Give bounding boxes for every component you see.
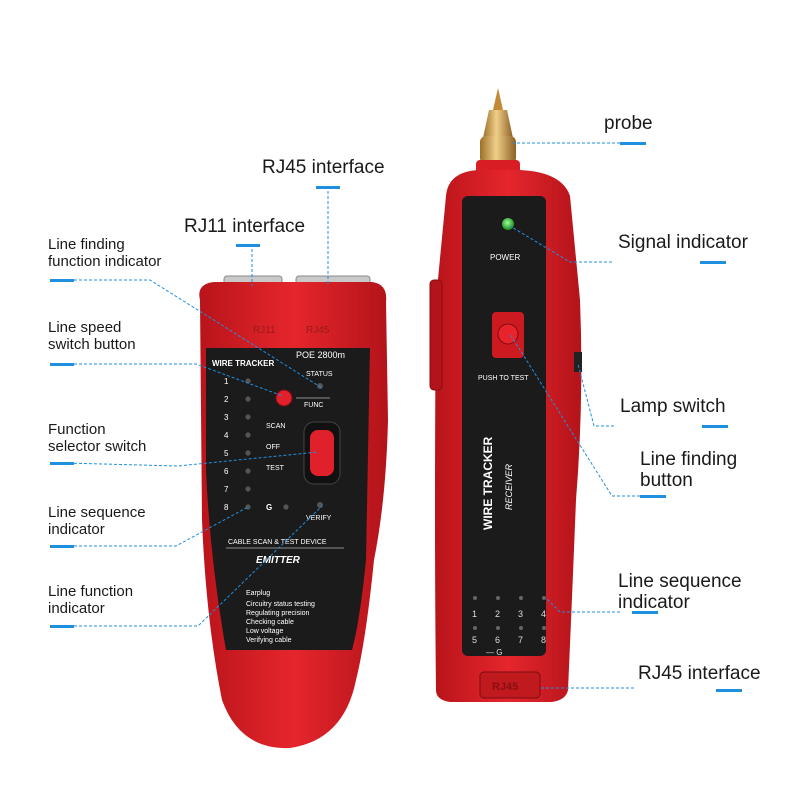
- label-line-finding-button: Line finding button: [640, 449, 738, 491]
- line-sequence-led: [245, 468, 251, 474]
- feature-item: Low voltage: [246, 628, 283, 635]
- emitter-off-label: OFF: [266, 444, 280, 451]
- probe-icon: [483, 110, 513, 138]
- rj45-port-bottom: [479, 671, 541, 699]
- emitter-status-label: STATUS: [306, 371, 333, 378]
- label-line-speed-button: Line speed switch button: [48, 319, 136, 353]
- verify-led: [317, 502, 323, 508]
- line-sequence-led: [245, 504, 251, 510]
- leader-lamp: [577, 363, 614, 427]
- receiver-device: POWER PUSH TO TEST WIRE TRACKER RECEIVER…: [429, 88, 582, 702]
- line-sequence-led: [245, 450, 251, 456]
- status-led: [317, 383, 323, 389]
- receiver-num: 7: [518, 635, 523, 645]
- receiver-push-label: PUSH TO TEST: [478, 375, 529, 382]
- emitter-func-label: FUNC: [304, 402, 323, 409]
- feature-item: Circuitry status testing: [246, 601, 315, 608]
- function-selector-switch[interactable]: [310, 430, 334, 476]
- receiver-panel: [462, 196, 546, 656]
- leader-function-selector: [63, 451, 319, 467]
- emitter-scan-label: SCAN: [266, 423, 285, 430]
- emitter-port-right-label: RJ45: [306, 325, 330, 336]
- label-line-finding-indicator: Line finding function indicator: [48, 236, 162, 270]
- label-line-sequence-left: Line sequence indicator: [48, 504, 146, 538]
- line-finding-button[interactable]: [497, 323, 519, 345]
- receiver-num: 6: [495, 635, 500, 645]
- emitter-num: 2: [224, 395, 229, 404]
- emitter-feature-list: Earplug Circuitry status testing Regulat…: [246, 590, 315, 644]
- feature-item: Verifying cable: [246, 637, 292, 644]
- receiver-num: 8: [541, 635, 546, 645]
- receiver-num: 4: [541, 609, 546, 619]
- emitter-port-left-label: RJ11: [253, 325, 276, 336]
- leader-lines: [63, 142, 640, 689]
- label-rj45-top: RJ45 interface: [262, 157, 385, 178]
- label-line-sequence-right: Line sequence indicator: [618, 571, 742, 613]
- label-function-selector: Function selector switch: [48, 421, 147, 455]
- feature-item: Checking cable: [246, 619, 294, 626]
- label-rj45-bottom: RJ45 interface: [638, 663, 761, 684]
- emitter-num: 8: [224, 503, 229, 512]
- ground-led: [283, 504, 289, 510]
- emitter-number-column: 1 2 3 4 5 6 7 8: [224, 377, 289, 512]
- line-sequence-led: [245, 432, 251, 438]
- emitter-num: 4: [224, 431, 229, 440]
- leader-line-sequence-right: [545, 597, 620, 613]
- emitter-ground-label: G: [266, 503, 272, 512]
- receiver-num: 5: [472, 635, 477, 645]
- probe-tip: [493, 88, 503, 110]
- receiver-num: 3: [518, 609, 523, 619]
- leader-line-finding-indicator: [64, 279, 323, 389]
- emitter-device-name: EMITTER: [256, 555, 301, 566]
- receiver-num: 1: [472, 609, 477, 619]
- label-line-function-indicator: Line function indicator: [48, 583, 134, 617]
- line-sequence-led: [245, 486, 251, 492]
- line-speed-button[interactable]: [275, 389, 293, 407]
- emitter-device: RJ11 RJ45 WIRE TRACKER POE 2800m STATUS …: [199, 275, 388, 749]
- receiver-power-label: POWER: [490, 253, 520, 262]
- emitter-num: 7: [224, 485, 229, 494]
- receiver-brand: WIRE TRACKER: [481, 436, 495, 530]
- label-rj11: RJ11 interface: [184, 216, 306, 237]
- emitter-model: POE 2800m: [296, 350, 345, 360]
- emitter-brand: WIRE TRACKER: [212, 359, 274, 368]
- emitter-device-title: CABLE SCAN & TEST DEVICE: [228, 539, 327, 546]
- lamp-switch[interactable]: [574, 352, 582, 372]
- receiver-num: 2: [495, 609, 500, 619]
- leader-signal: [509, 225, 612, 263]
- line-sequence-led: [245, 396, 251, 402]
- leader-line-speed: [64, 363, 284, 397]
- line-sequence-led: [245, 414, 251, 420]
- emitter-num: 3: [224, 413, 229, 422]
- label-signal-indicator: Signal indicator: [618, 232, 748, 253]
- receiver-ground-label: — G: [486, 648, 502, 657]
- label-probe: probe: [604, 113, 653, 134]
- feature-item: Regulating precision: [246, 610, 310, 617]
- emitter-num: 1: [224, 377, 229, 386]
- emitter-num: 5: [224, 449, 229, 458]
- feature-item: Earplug: [246, 590, 270, 597]
- label-lamp-switch: Lamp switch: [620, 396, 726, 417]
- leader-line-finding-button: [509, 333, 640, 497]
- signal-indicator-led: [502, 218, 514, 230]
- emitter-test-label: TEST: [266, 465, 285, 472]
- receiver-sequence-leds: 1 2 3 4 5 6 7 8 — G: [472, 596, 546, 657]
- leader-line-sequence-left: [64, 506, 249, 547]
- receiver-port-label: RJ45: [492, 681, 518, 693]
- emitter-num: 6: [224, 467, 229, 476]
- receiver-sub: RECEIVER: [504, 463, 514, 510]
- emitter-verify-label: VERIFY: [306, 515, 332, 522]
